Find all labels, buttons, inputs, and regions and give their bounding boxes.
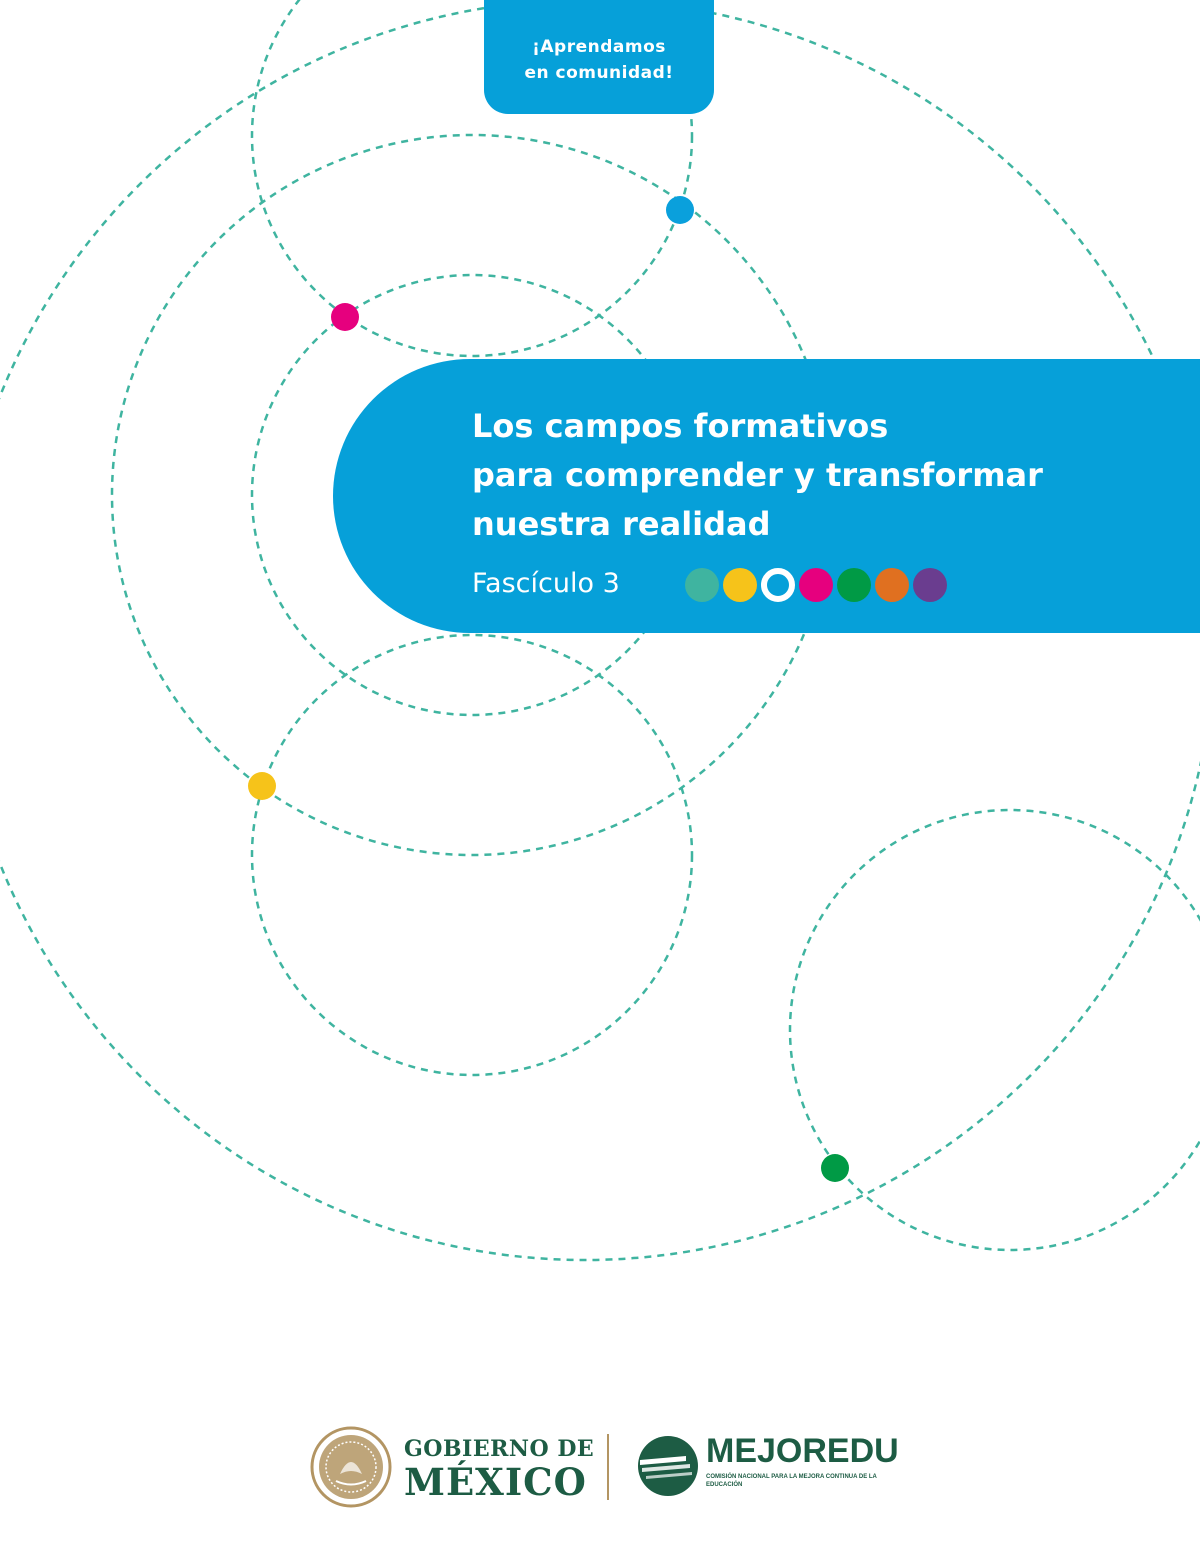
field-dot-6 bbox=[875, 568, 909, 602]
dashed-circle bbox=[788, 808, 1200, 1252]
gobierno-line-2: MÉXICO bbox=[404, 1460, 587, 1504]
green-node-dot bbox=[821, 1154, 849, 1182]
gobierno-line-1: GOBIERNO DE bbox=[404, 1436, 595, 1462]
fasciculo-label: Fascículo 3 bbox=[472, 568, 620, 599]
field-dot-7 bbox=[913, 568, 947, 602]
gobierno-de-mexico-logo: GOBIERNO DE MÉXICO bbox=[404, 1436, 594, 1502]
title-line-2: para comprender y transformar bbox=[472, 456, 1043, 494]
page-title: Los campos formativos para comprender y … bbox=[472, 402, 1043, 549]
title-line-3: nuestra realidad bbox=[472, 505, 771, 543]
tab-line-2: en comunidad! bbox=[524, 63, 674, 83]
yellow-node-dot bbox=[248, 772, 276, 800]
mejoredu-subtitle: COMISIÓN NACIONAL PARA LA MEJORA CONTINU… bbox=[706, 1474, 877, 1488]
title-line-1: Los campos formativos bbox=[472, 407, 889, 445]
top-tab-badge: ¡Aprendamos en comunidad! bbox=[484, 0, 714, 114]
footer-logos: GOBIERNO DE MÉXICO MEJOREDU COMISIÓN NAC… bbox=[0, 1420, 1200, 1520]
field-dot-5 bbox=[837, 568, 871, 602]
dashed-circle bbox=[250, 0, 694, 358]
magenta-node-dot bbox=[331, 303, 359, 331]
mejoredu-name: MEJOREDU bbox=[706, 1432, 899, 1470]
field-dot-4 bbox=[799, 568, 833, 602]
field-dots-row bbox=[685, 568, 947, 602]
mejoredu-logo-icon bbox=[638, 1436, 698, 1496]
field-dot-3 bbox=[761, 568, 795, 602]
dashed-circle bbox=[0, 0, 1200, 1262]
logo-divider bbox=[607, 1434, 609, 1500]
blue-node-dot bbox=[666, 196, 694, 224]
national-seal-icon bbox=[310, 1426, 392, 1508]
field-dot-1 bbox=[685, 568, 719, 602]
field-dot-2 bbox=[723, 568, 757, 602]
tab-line-1: ¡Aprendamos bbox=[532, 37, 666, 57]
dashed-circle bbox=[250, 633, 694, 1077]
